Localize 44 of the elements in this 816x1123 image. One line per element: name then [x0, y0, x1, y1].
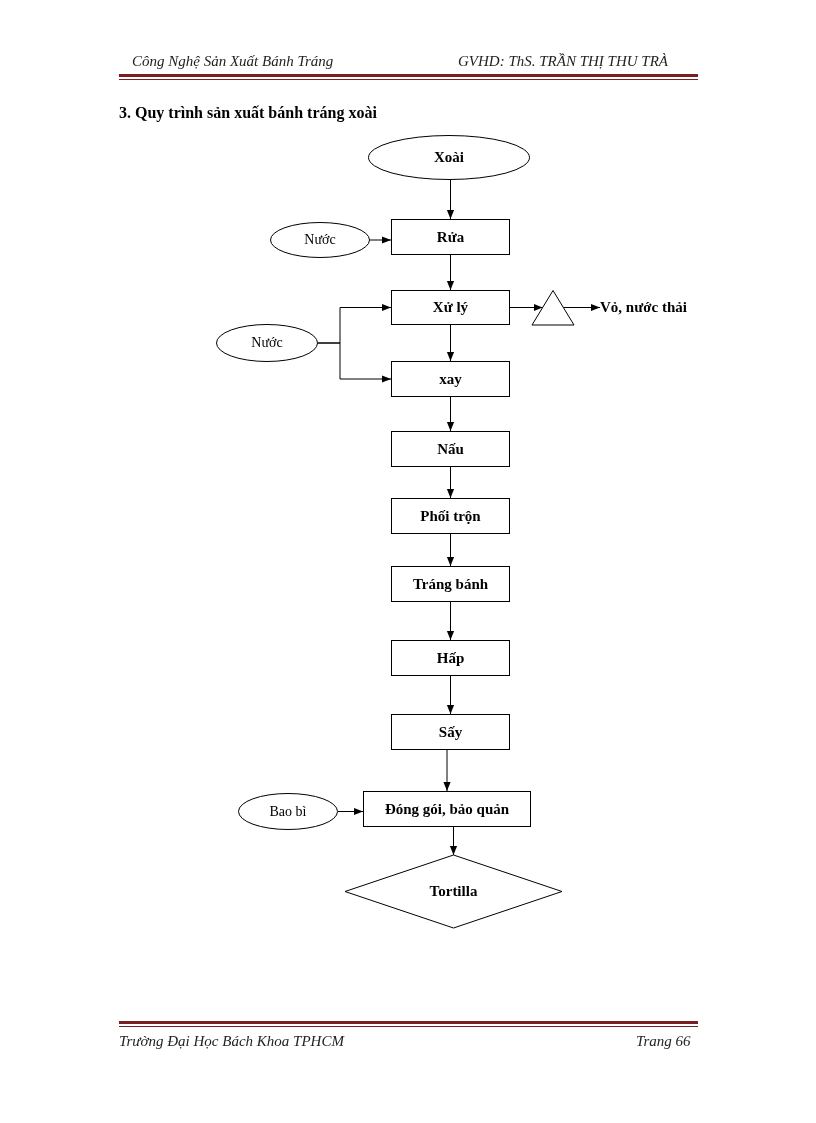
process-box: [391, 498, 510, 534]
step-label: Đóng gói, bảo quản: [384, 800, 510, 818]
process-box: [391, 361, 510, 397]
output-label: Vỏ, nước thải: [600, 297, 710, 317]
footer-text: Trang 66: [636, 1033, 691, 1050]
footer-text: Trường Đại Học Bách Khoa TPHCM: [119, 1033, 344, 1050]
arrow: [446, 254, 455, 291]
header-text: Công Nghệ Sản Xuất Bánh Tráng: [132, 53, 334, 70]
arrow: [337, 807, 364, 816]
arrow: [446, 533, 455, 567]
step-label: Tráng bánh: [412, 575, 489, 593]
step-label: Hấp: [436, 649, 465, 667]
step-label: xay: [439, 370, 462, 388]
arrow: [446, 324, 455, 362]
step-label: Sấy: [438, 723, 463, 741]
arrow: [446, 601, 455, 641]
arrow: [369, 236, 392, 244]
step-label: Nước: [251, 335, 283, 351]
process-box: [391, 714, 510, 750]
arrow: [317, 342, 392, 383]
step-label: Bao bì: [269, 803, 307, 820]
process-box: [391, 640, 510, 676]
step-label: Xoài: [434, 149, 464, 166]
process-box: [391, 290, 510, 325]
arrow: [446, 396, 455, 432]
step-label: Rửa: [436, 228, 465, 246]
arrow: [449, 826, 458, 856]
step-label: Phối trộn: [420, 507, 481, 525]
process-box: [363, 791, 531, 827]
arrow: [509, 303, 543, 312]
process-box: [391, 431, 510, 467]
step-label: Nấu: [437, 440, 464, 458]
process-box: [391, 566, 510, 602]
arrow: [443, 749, 451, 792]
step-label: Nước: [304, 232, 336, 248]
section-heading: 3. Quy trình sản xuất bánh tráng xoài: [119, 104, 377, 122]
arrow: [446, 179, 455, 220]
step-label: Xử lý: [432, 299, 469, 316]
arrow: [446, 466, 455, 499]
arrow: [563, 303, 601, 312]
process-box: [391, 219, 510, 255]
arrow: [446, 675, 455, 715]
step-label: Tortilla: [429, 883, 478, 900]
header-text: GVHD: ThS. TRẦN THỊ THU TRÀ: [458, 53, 668, 70]
